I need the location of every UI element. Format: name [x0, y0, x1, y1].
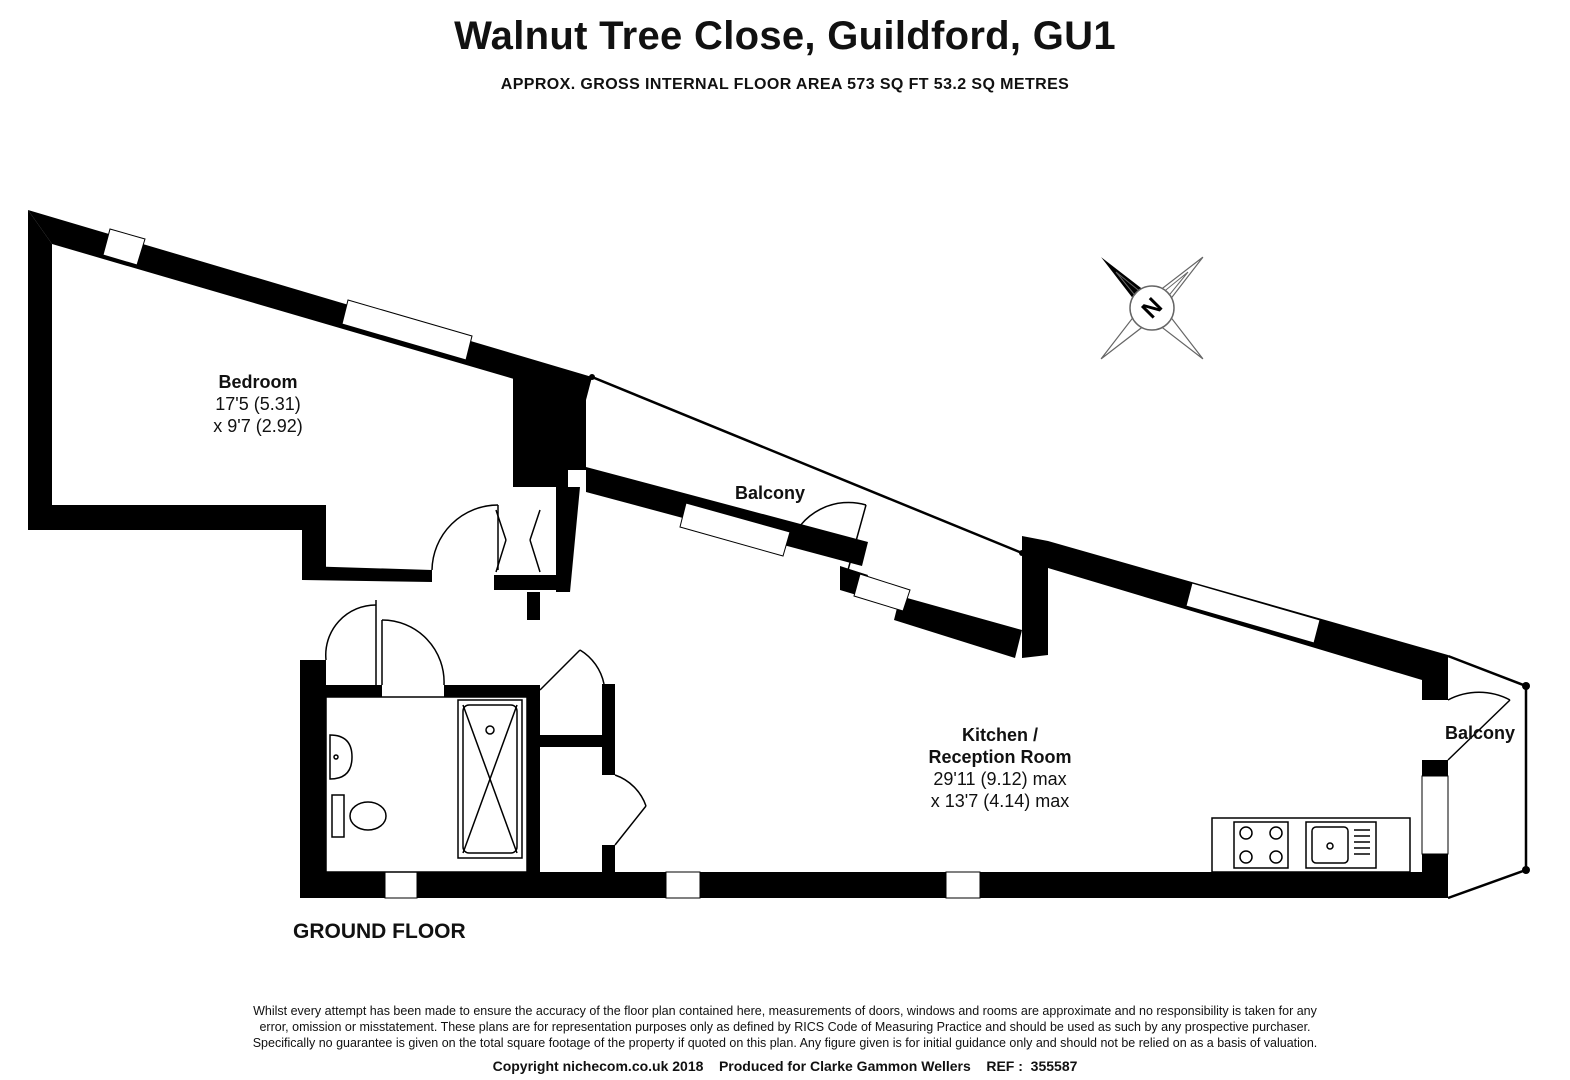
bedroom-windows [102, 228, 473, 361]
balcony-railing [591, 375, 1023, 555]
balcony-right-name: Balcony [1444, 723, 1516, 743]
balcony-top-label: Balcony [710, 482, 830, 504]
plan-title: Walnut Tree Close, Guildford, GU1 [454, 14, 1116, 58]
bathroom-fixtures [325, 696, 528, 873]
floor-area-subtitle: APPROX. GROSS INTERNAL FLOOR AREA 573 SQ… [500, 76, 1070, 93]
kitchen-dim-2: x 13'7 (4.14) max [930, 791, 1070, 811]
bedroom-name: Bedroom [218, 372, 298, 392]
floor-label: GROUND FLOOR [293, 920, 466, 943]
compass-icon [1100, 256, 1204, 360]
kitchen-windows [384, 502, 1449, 899]
disclaimer-line-1: Whilst every attempt has been made to en… [253, 1004, 1317, 1018]
copyright: Copyright nichecom.co.uk 2018 Produced f… [492, 1058, 1078, 1074]
disclaimer-line-3: Specifically no guarantee is given on th… [252, 1036, 1318, 1050]
kitchen-counter [1211, 817, 1411, 873]
kitchen-name-1: Kitchen / [961, 725, 1038, 745]
disclaimer: Whilst every attempt has been made to en… [160, 1003, 1410, 1051]
bedroom-label: Bedroom 17'5 (5.31) x 9'7 (2.92) [178, 371, 338, 437]
bedroom-dim-2: x 9'7 (2.92) [213, 416, 303, 436]
right-balcony-outline [1447, 654, 1528, 900]
disclaimer-line-2: error, omission or misstatement. These p… [259, 1020, 1311, 1034]
balcony-top-name: Balcony [734, 483, 806, 503]
balcony-right-label: Balcony [1430, 722, 1530, 744]
kitchen-label: Kitchen / Reception Room 29'11 (9.12) ma… [900, 724, 1100, 812]
kitchen-dim-1: 29'11 (9.12) max [933, 769, 1067, 789]
kitchen-name-2: Reception Room [928, 747, 1072, 767]
door-swings [325, 501, 1511, 846]
bedroom-dim-1: 17'5 (5.31) [215, 394, 301, 414]
kitchen-walls [300, 467, 1448, 898]
